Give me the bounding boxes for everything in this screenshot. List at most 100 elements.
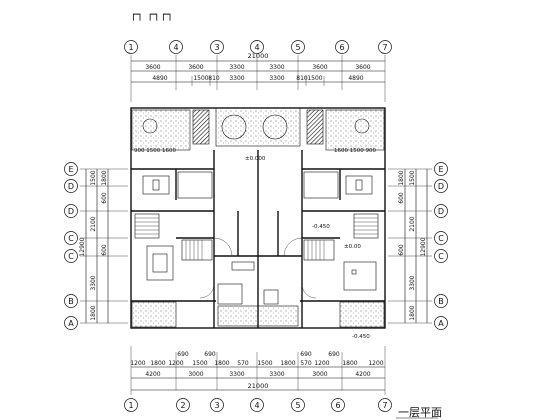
axis-bubble-top-2: 4 (169, 40, 183, 54)
svg-text:1800: 1800 (398, 170, 405, 185)
svg-text:3000: 3000 (188, 371, 203, 378)
svg-text:6: 6 (339, 43, 344, 52)
axis-bubble-bottom-5: 5 (291, 398, 305, 412)
axis-bubble-right-A: A (434, 316, 448, 330)
svg-text:690: 690 (177, 351, 189, 358)
svg-text:C: C (68, 234, 74, 243)
axis-bubble-left-C1: C (64, 231, 78, 245)
svg-text:D: D (438, 182, 444, 191)
bottom-axis-bubbles: 1 2 3 4 5 6 7 (124, 398, 392, 412)
svg-text:600: 600 (101, 244, 108, 256)
top-axis-bubbles: 1 4 3 4 5 6 7 (124, 40, 392, 54)
axis-bubble-top-6: 6 (335, 40, 349, 54)
svg-text:1200: 1200 (368, 360, 383, 367)
bottom-dimensions: 1200 1800 1200 1500 1800 1500 1800 1200 … (130, 346, 386, 395)
svg-text:1500: 1500 (307, 75, 322, 82)
axis-bubble-bottom-6: 6 (331, 398, 345, 412)
closet-center (231, 261, 255, 271)
svg-text:1500: 1500 (409, 170, 416, 185)
svg-text:1600 1500 900: 1600 1500 900 (334, 148, 376, 154)
tree-left (142, 118, 158, 134)
svg-text:3300: 3300 (409, 275, 416, 290)
svg-text:570: 570 (237, 360, 249, 367)
svg-text:B: B (438, 297, 444, 306)
svg-text:3300: 3300 (269, 64, 284, 71)
svg-text:1800: 1800 (280, 360, 295, 367)
axis-bubble-left-D1: D (64, 179, 78, 193)
svg-text:3: 3 (214, 43, 219, 52)
svg-text:1800: 1800 (101, 170, 108, 185)
svg-text:2100: 2100 (409, 216, 416, 231)
round-table-left (221, 114, 247, 140)
svg-text:3000: 3000 (312, 371, 327, 378)
svg-text:C: C (68, 252, 74, 261)
svg-text:A: A (438, 319, 444, 328)
svg-text:1500: 1500 (192, 360, 207, 367)
svg-text:4890: 4890 (152, 75, 167, 82)
svg-text:3600: 3600 (355, 64, 370, 71)
dining-table-right (345, 175, 373, 195)
level-mid: -0.450 (312, 224, 330, 230)
svg-text:6: 6 (335, 401, 340, 410)
axis-bubble-left-D2: D (64, 204, 78, 218)
svg-text:7: 7 (382, 401, 387, 410)
axis-bubble-top-5: 5 (291, 40, 305, 54)
axis-bubble-right-C2: C (434, 249, 448, 263)
svg-text:600: 600 (398, 192, 405, 204)
svg-text:3300: 3300 (229, 64, 244, 71)
svg-text:810: 810 (208, 75, 220, 82)
svg-text:1800: 1800 (150, 360, 165, 367)
svg-text:D: D (68, 182, 74, 191)
svg-text:1200: 1200 (130, 360, 145, 367)
svg-text:4: 4 (173, 43, 178, 52)
svg-text:D: D (438, 207, 444, 216)
svg-text:1500: 1500 (193, 75, 208, 82)
svg-text:3600: 3600 (145, 64, 160, 71)
entry-steps-left (192, 109, 210, 145)
interior-walls (131, 150, 385, 328)
svg-text:3300: 3300 (269, 75, 284, 82)
axis-bubble-right-D2: D (434, 204, 448, 218)
tree-right (354, 118, 370, 134)
svg-text:1800: 1800 (214, 360, 229, 367)
entry-steps-right (306, 109, 324, 145)
axis-bubble-bottom-7: 7 (378, 398, 392, 412)
svg-text:D: D (68, 207, 74, 216)
axis-bubble-bottom-4: 4 (250, 398, 264, 412)
axis-bubble-left-C2: C (64, 249, 78, 263)
svg-text:2100: 2100 (90, 216, 97, 231)
right-total-dim: 12900 (420, 237, 427, 256)
stair-right (353, 213, 379, 239)
svg-text:4200: 4200 (145, 371, 160, 378)
svg-text:4: 4 (254, 401, 259, 410)
dining-table-left (142, 175, 170, 195)
svg-text:1: 1 (128, 43, 133, 52)
stair-left (134, 213, 160, 239)
drawing-title: 一层平面 (398, 406, 442, 419)
bathroom-center-right (263, 289, 279, 305)
axis-bubble-right-B: B (434, 294, 448, 308)
left-dimensions: 1500 600 2100 3300 1800 12900 1800 600 (79, 168, 128, 324)
coffee-table-left (152, 253, 168, 273)
svg-text:4200: 4200 (355, 371, 370, 378)
svg-text:1200: 1200 (314, 360, 329, 367)
axis-bubble-bottom-3: 3 (210, 398, 224, 412)
svg-text:1800: 1800 (342, 360, 357, 367)
svg-text:3300: 3300 (229, 371, 244, 378)
sofa-set-left (146, 245, 174, 281)
bottom-total-dim: 21000 (248, 382, 269, 390)
svg-text:900 1500 1600: 900 1500 1600 (134, 148, 176, 154)
axis-bubble-right-D1: D (434, 179, 448, 193)
axis-bubble-top-1: 1 (124, 40, 138, 54)
svg-text:1: 1 (128, 401, 133, 410)
front-yard (217, 305, 299, 327)
axis-bubble-left-A: A (64, 316, 78, 330)
svg-text:C: C (438, 252, 444, 261)
axis-bubble-right-E: E (434, 162, 448, 176)
garden-bottom-right (339, 301, 385, 328)
svg-text:5: 5 (295, 43, 300, 52)
axis-bubble-top-3: 3 (210, 40, 224, 54)
svg-text:5: 5 (295, 401, 300, 410)
svg-text:600: 600 (101, 192, 108, 204)
svg-text:C: C (438, 234, 444, 243)
